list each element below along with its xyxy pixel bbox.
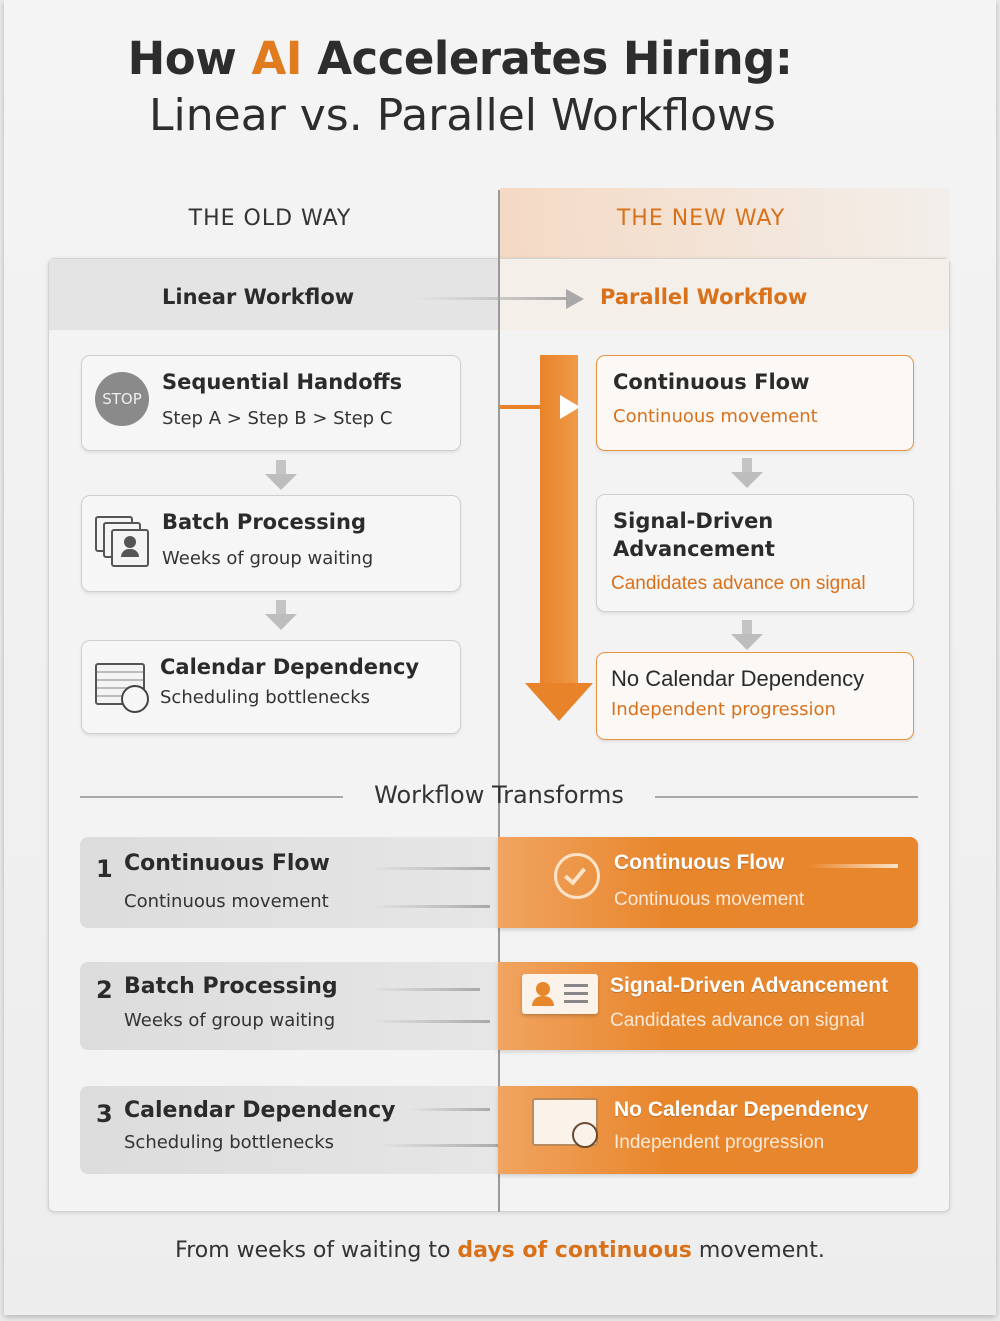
transform-row-new-3: No Calendar Dependency Independent progr… [498, 1086, 918, 1174]
transform-row-old-2: 2 Batch Processing Weeks of group waitin… [80, 962, 498, 1050]
footer-tagline: From weeks of waiting to days of continu… [175, 1238, 825, 1263]
card-title: Sequential Handoffs [162, 370, 403, 394]
transform-row-new-1: Continuous Flow Continuous movement [498, 837, 918, 928]
down-arrow-icon [731, 458, 763, 488]
row-title: Continuous Flow [614, 851, 785, 874]
calendar-clock-icon [95, 659, 153, 715]
stop-sign-icon: STOP [95, 372, 149, 426]
old-card-calendar: Calendar Dependency Scheduling bottlenec… [81, 640, 461, 734]
card-subtitle: Independent progression [611, 699, 836, 720]
stacked-profiles-icon [95, 516, 151, 568]
row-title: Calendar Dependency [124, 1098, 396, 1123]
row-subtitle: Weeks of group waiting [124, 1010, 336, 1031]
card-title: Continuous Flow [613, 370, 810, 394]
row-number: 2 [96, 976, 113, 1004]
row-subtitle: Candidates advance on signal [610, 1010, 865, 1031]
divider-line [655, 796, 918, 798]
row-subtitle: Independent progression [614, 1132, 825, 1153]
card-subtitle: Weeks of group waiting [162, 548, 374, 569]
card-subtitle: Continuous movement [613, 406, 818, 427]
old-way-heading: THE OLD WAY [188, 206, 352, 231]
workflow-transforms-label: Workflow Transforms [374, 781, 624, 809]
title-highlight: AI [251, 32, 303, 85]
linear-workflow-label: Linear Workflow [162, 285, 355, 309]
transform-row-old-1: 1 Continuous Flow Continuous movement [80, 837, 498, 928]
subtitle: Linear vs. Parallel Workflows [149, 90, 776, 141]
card-title: Signal-Driven Advancement [613, 509, 775, 561]
row-number: 1 [96, 855, 113, 883]
row-title: Signal-Driven Advancement [610, 974, 889, 997]
card-title: No Calendar Dependency [611, 666, 865, 691]
row-subtitle: Scheduling bottlenecks [124, 1132, 335, 1153]
new-card-calendar: No Calendar Dependency Independent progr… [596, 652, 914, 740]
row-title: No Calendar Dependency [614, 1098, 869, 1121]
profile-card-icon [522, 974, 598, 1014]
arrow-head-icon [525, 683, 593, 721]
down-arrow-icon [731, 620, 763, 650]
old-card-batch: Batch Processing Weeks of group waiting [81, 495, 461, 592]
linear-band [49, 259, 499, 330]
card-subtitle: Step A > Step B > Step C [162, 408, 393, 429]
row-subtitle: Continuous movement [124, 891, 329, 912]
card-subtitle: Candidates advance on signal [611, 573, 866, 594]
down-arrow-icon [265, 460, 297, 490]
title: How AI Accelerates Hiring: [127, 32, 793, 85]
center-divider [498, 190, 500, 1212]
row-number: 3 [96, 1100, 113, 1128]
down-arrow-icon [265, 600, 297, 630]
right-arrow-icon [808, 864, 898, 868]
new-card-continuous: Continuous Flow Continuous movement [596, 355, 914, 451]
row-title: Batch Processing [124, 974, 338, 999]
card-title: Calendar Dependency [160, 655, 420, 679]
card-subtitle: Scheduling bottlenecks [160, 687, 371, 708]
divider-line [80, 796, 343, 798]
row-subtitle: Continuous movement [614, 889, 805, 910]
old-card-sequential: STOP Sequential Handoffs Step A > Step B… [81, 355, 461, 451]
parallel-workflow-label: Parallel Workflow [600, 285, 808, 309]
new-card-signal: Signal-Driven Advancement Candidates adv… [596, 494, 914, 612]
cycle-check-icon [554, 853, 600, 899]
merge-arrow [500, 405, 545, 409]
row-title: Continuous Flow [124, 851, 330, 876]
transform-row-old-3: 3 Calendar Dependency Scheduling bottlen… [80, 1086, 500, 1174]
arrow-head-icon [566, 289, 584, 309]
footer-highlight: days of continuous [457, 1238, 692, 1263]
new-way-glow [500, 188, 950, 258]
play-arrow-icon [560, 395, 580, 419]
calendar-check-icon [532, 1098, 598, 1148]
transform-row-new-2: Signal-Driven Advancement Candidates adv… [498, 962, 918, 1050]
card-title: Batch Processing [162, 510, 366, 534]
new-way-heading: THE NEW WAY [616, 206, 786, 231]
workflow-arrow [415, 297, 570, 300]
